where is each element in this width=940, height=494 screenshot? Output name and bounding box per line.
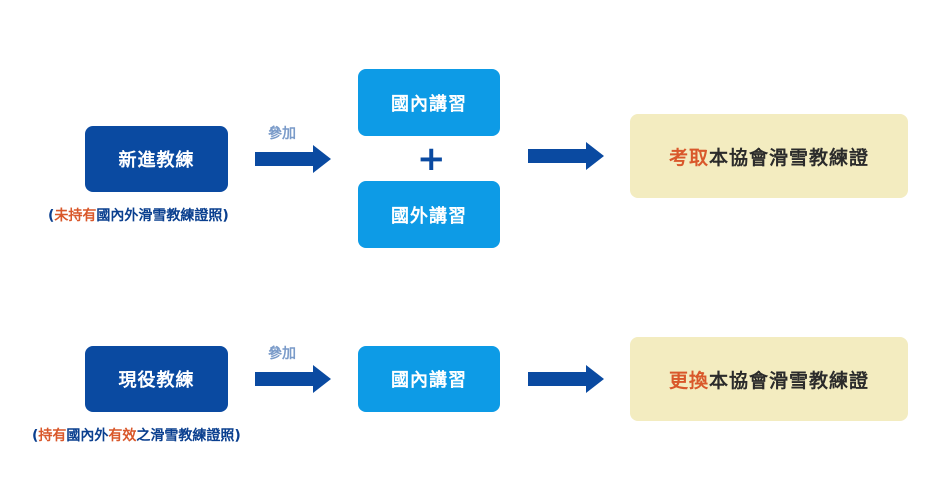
domestic-training-box-2: 國內講習	[358, 346, 500, 412]
current-coach-label: 現役教練	[118, 370, 195, 391]
result-highlight-2: 更換	[668, 369, 709, 392]
plus-icon: +	[417, 139, 446, 179]
new-coach-label: 新進教練	[118, 150, 195, 171]
current-coach-box: 現役教練	[85, 346, 228, 412]
overseas-training-box: 國外講習	[358, 181, 500, 248]
arrow-right-icon	[528, 142, 604, 170]
new-coach-note: (未持有國內外滑雪教練證照)	[48, 208, 229, 224]
join-label-1: 參加	[268, 126, 296, 142]
join-label-2: 參加	[268, 346, 296, 362]
arrow-right-icon	[255, 365, 331, 393]
result-box-obtain: 考取本協會滑雪教練證	[630, 114, 908, 198]
overseas-training-label: 國外講習	[391, 205, 467, 227]
current-coach-note: (持有國內外有效之滑雪教練證照)	[32, 428, 241, 444]
new-coach-box: 新進教練	[85, 126, 228, 192]
result-highlight: 考取	[668, 146, 709, 169]
arrow-right-icon	[255, 145, 331, 173]
arrow-right-icon	[528, 365, 604, 393]
result-label-2: 本協會滑雪教練證	[709, 369, 870, 392]
result-box-renew: 更換本協會滑雪教練證	[630, 337, 908, 421]
domestic-training-box: 國內講習	[358, 69, 500, 136]
domestic-training-label: 國內講習	[391, 93, 467, 115]
domestic-training-label-2: 國內講習	[391, 370, 467, 391]
result-label: 本協會滑雪教練證	[709, 146, 870, 169]
